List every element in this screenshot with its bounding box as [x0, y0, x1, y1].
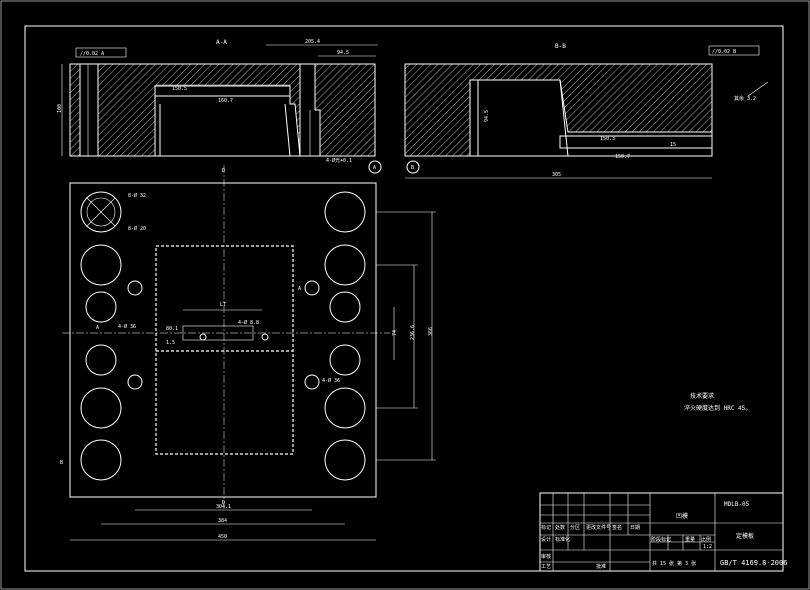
tb-header-4: 签名: [612, 524, 622, 531]
hole-large-right-6: [324, 439, 366, 481]
flatness-frame-b-text: //0.02 B: [712, 49, 736, 55]
section-bb-step2: 150.7: [615, 154, 630, 160]
center-dim-lt: LT: [220, 302, 226, 308]
tb-standard: GB/T 4169.8-2006: [720, 559, 787, 567]
section-aa-top-width: 205.4: [305, 39, 320, 45]
section-bb-marker: [406, 160, 420, 174]
hole-small-3: [304, 280, 320, 296]
plan-outline: [69, 182, 377, 498]
hole-small-2: [127, 374, 143, 390]
drawing-border-inner: [24, 25, 784, 572]
hole-large-right-1: [324, 191, 366, 233]
hole-large-left-2: [80, 244, 122, 286]
small-dim-2: 1.5: [166, 340, 175, 346]
section-mark-b: B: [60, 460, 63, 466]
plan-cavity-dashed: [155, 245, 294, 455]
dim-right-height: 366: [428, 327, 434, 336]
tb-material: 定模板: [736, 532, 754, 540]
tb-header-3: 更改文件号: [586, 524, 611, 531]
tb-row2-0: 设计: [541, 536, 551, 543]
dim-right-inner: 236.6: [410, 325, 416, 340]
section-bb-title: B-B: [555, 43, 566, 50]
tb-header-5: 日期: [630, 525, 640, 531]
dim-overall-width: 450: [218, 534, 227, 540]
section-mark-a-left: A: [96, 325, 99, 331]
dim-mid-width: 384: [218, 518, 227, 524]
section-bb-cavity-height: 94.5: [484, 110, 490, 122]
hole-large-left-5: [80, 387, 122, 429]
tb-drawing-no: MDLB-05: [724, 501, 750, 508]
svg-text:A: A: [373, 165, 376, 171]
hole-large-right-3: [329, 291, 361, 323]
section-aa-hole-left: [79, 63, 99, 157]
tb-row2-3: 重量: [685, 536, 695, 543]
section-bb-step1: 150.3: [600, 136, 615, 142]
tb-row2-1: 标准化: [555, 536, 570, 543]
tb-row4-0: 工艺: [541, 564, 551, 570]
section-aa-height: 100: [57, 104, 63, 113]
svg-text:B: B: [411, 165, 414, 171]
center-letter-bottom: D: [222, 500, 225, 506]
tb-row2-2: 阶段标记: [651, 536, 671, 543]
hole-small-1: [127, 280, 143, 296]
tb-header-2: 分区: [570, 524, 580, 531]
section-bb-small: 15: [670, 142, 676, 148]
tb-part-name: 凹模: [676, 512, 688, 520]
tb-row2-4: 比例: [701, 536, 711, 543]
section-aa-title: A-A: [216, 39, 227, 46]
section-aa-bottom-right: 4-Ø光+0.1: [326, 157, 352, 164]
section-mark-a-right: A: [298, 286, 301, 292]
tb-row3-0: 审核: [541, 553, 551, 560]
hole-center-2: [261, 333, 269, 341]
flatness-frame-b: [708, 45, 760, 56]
hole-label-right: 4-Ø 36: [322, 377, 340, 384]
hole-large-left-6: [80, 439, 122, 481]
hole-center-1: [199, 333, 207, 341]
hole-large-right-4: [329, 344, 361, 376]
section-aa-cavity: [154, 85, 301, 157]
dim-right-small: 74: [392, 330, 398, 336]
section-aa-cavity-text: 160.7: [218, 98, 233, 104]
tech-note: 技术要求 淬火硬度达到 HRC 45。: [684, 392, 751, 412]
hole-large-left-1: [80, 191, 122, 233]
section-aa-depth: 94.5: [337, 50, 349, 56]
section-bb-view: B-B //0.02 B 94.5 150.3 150.7 15 305 B 其…: [404, 43, 769, 179]
plan-view: D D 8-Ø 32 8-Ø 20 4-Ø 36 4-Ø 36 4-Ø 8.8 …: [60, 165, 436, 541]
tb-header-1: 处数: [555, 524, 565, 531]
hole-label-top: 8-Ø 32: [128, 192, 146, 199]
hole-large-left-4: [85, 344, 117, 376]
hole-small-4: [304, 374, 320, 390]
hole-large-right-2: [324, 244, 366, 286]
section-aa-cavity-width: 150.5: [172, 86, 187, 92]
roughness-note: 其余 3.2: [734, 95, 756, 102]
section-aa-view: A-A //0.02 A 100 205.4 94.5 150.5 160.7 …: [57, 39, 382, 174]
section-aa-marker: [368, 160, 382, 174]
tb-header-0: 标记: [541, 524, 551, 531]
title-block: 标记 处数 分区 更改文件号 签名 日期 设计 标准化 阶段标记 重量 比例 审…: [539, 492, 787, 572]
hole-label-left: 4-Ø 36: [118, 323, 136, 330]
hole-center-dim: 4-Ø 8.8: [238, 319, 259, 326]
tech-note-line1: 淬火硬度达到 HRC 45。: [684, 404, 751, 412]
center-letter-top: D: [222, 168, 225, 174]
tb-sheet: 共 15 张 第 3 张: [652, 560, 696, 567]
flatness-frame-a-text: //0.02 A: [80, 51, 104, 57]
section-bb-overall-width: 305: [552, 172, 561, 178]
hole-large-left-3: [85, 291, 117, 323]
dim-inner-width: 304.1: [216, 504, 231, 510]
tech-note-title: 技术要求: [690, 392, 714, 400]
tb-row4-1: 批准: [596, 563, 606, 570]
hole-large-right-5: [324, 387, 366, 429]
tb-scale: 1:2: [703, 544, 712, 550]
small-dim-1: 80.1: [166, 326, 178, 332]
hole-label-top2: 8-Ø 20: [128, 225, 146, 232]
flatness-frame-a: [75, 47, 127, 58]
